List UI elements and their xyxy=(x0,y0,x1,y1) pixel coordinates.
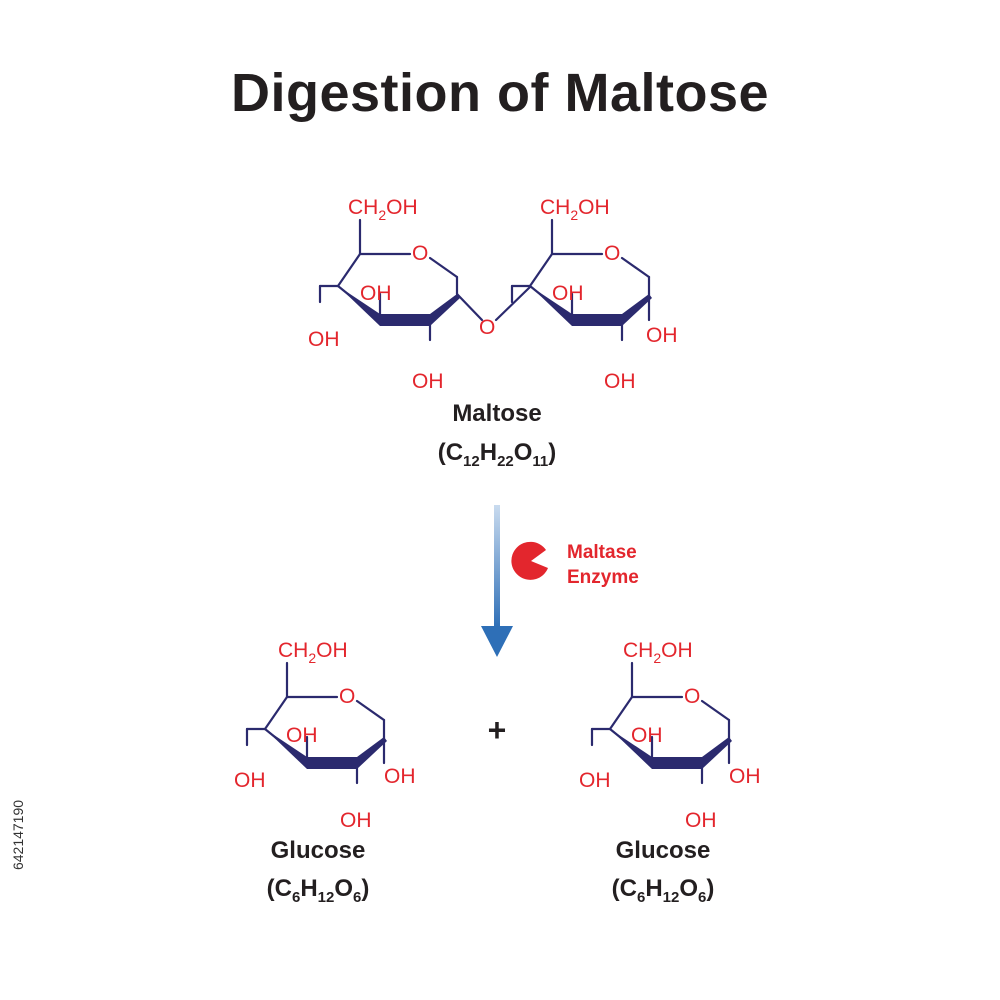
glucose-right-oh-c2: OH xyxy=(685,809,717,832)
enzyme-label-line2: Enzyme xyxy=(567,567,639,588)
glucose-left-ring-oxygen: O xyxy=(339,685,355,708)
maltose-left-ch2oh: CH2OH xyxy=(348,196,418,223)
glucose-left-name: Glucose xyxy=(271,837,366,864)
enzyme-label-line1: Maltase xyxy=(567,542,637,563)
glucose-right-ring-oxygen: O xyxy=(684,685,700,708)
glycosidic-oxygen: O xyxy=(479,316,495,339)
glucose-left-oh-c4: OH xyxy=(234,769,266,792)
glucose-left-oh-c2: OH xyxy=(340,809,372,832)
maltose-left-ring-oxygen: O xyxy=(412,242,428,265)
maltose-left-oh-c2: OH xyxy=(412,370,444,393)
stock-image-id-text: 642147190 xyxy=(10,799,26,871)
diagram-title: Digestion of Maltose xyxy=(230,63,770,123)
glucose-left-structure: CH2OH O OH OH OH OH Glucose (C6H12O6) xyxy=(234,639,416,906)
enzyme-icon xyxy=(511,541,548,580)
maltose-left-oh-c4: OH xyxy=(308,328,340,351)
maltose-right-oh-c3: OH xyxy=(552,282,584,305)
maltase-enzyme: Maltase Enzyme xyxy=(511,541,639,588)
glucose-right-ch2oh: CH2OH xyxy=(623,639,693,666)
maltose-formula: (C12H22O11) xyxy=(438,439,557,470)
glucose-left-formula: (C6H12O6) xyxy=(267,875,370,906)
glucose-right-oh-c4: OH xyxy=(579,769,611,792)
maltose-structure: CH2OH O OH OH OH O CH2OH O OH OH OH Malt… xyxy=(308,196,678,470)
glucose-right-formula: (C6H12O6) xyxy=(612,875,715,906)
maltose-right-ch2oh: CH2OH xyxy=(540,196,610,223)
glucose-right-oh-c3: OH xyxy=(631,724,663,747)
maltose-name: Maltose xyxy=(452,400,541,427)
plus-sign: + xyxy=(488,712,507,748)
stock-image-id: 642147190 xyxy=(6,765,30,905)
maltose-right-ring xyxy=(510,218,654,342)
glucose-right-oh-c1: OH xyxy=(729,765,761,788)
maltose-right-ring-oxygen: O xyxy=(604,242,620,265)
maltose-right-oh-c2: OH xyxy=(604,370,636,393)
glucose-right-structure: CH2OH O OH OH OH OH Glucose (C6H12O6) xyxy=(579,639,761,906)
glucose-right-name: Glucose xyxy=(616,837,711,864)
glucose-left-oh-c1: OH xyxy=(384,765,416,788)
maltose-left-oh-c3: OH xyxy=(360,282,392,305)
glucose-left-ch2oh: CH2OH xyxy=(278,639,348,666)
reaction-arrow xyxy=(481,505,513,657)
maltose-right-oh-c1: OH xyxy=(646,324,678,347)
maltose-left-ring xyxy=(318,218,484,342)
glucose-left-oh-c3: OH xyxy=(286,724,318,747)
